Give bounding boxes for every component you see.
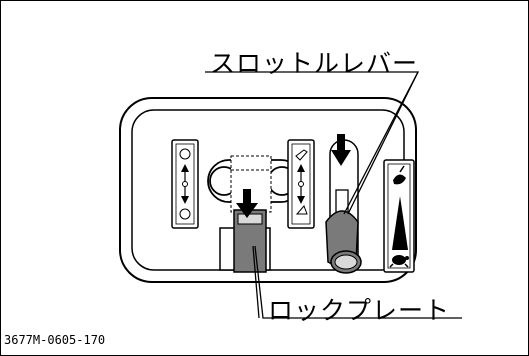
left-indicator-plate <box>171 139 199 229</box>
figure-code: 3677M-0605-170 <box>4 333 106 347</box>
down-arrow-icon <box>331 134 351 166</box>
rabbit-icon <box>393 165 406 185</box>
up-down-arrow-icon <box>297 164 305 204</box>
bucket-icon <box>295 149 308 215</box>
lock-leader-line <box>252 245 462 319</box>
down-arrow-icon <box>236 189 258 218</box>
turtle-icon <box>389 255 409 268</box>
lock-mechanism <box>207 155 303 213</box>
right-indicator-plate <box>287 139 315 229</box>
lock-plate-body <box>219 209 271 273</box>
speed-scale-plate <box>383 159 415 273</box>
up-down-arrow-icon <box>181 164 189 204</box>
lock-plate-label: ロックプレート <box>268 296 451 325</box>
throttle-lever-label: スロットルレバー <box>210 49 419 78</box>
throttle-lever <box>325 189 362 274</box>
throttle-leader-line <box>205 71 420 215</box>
